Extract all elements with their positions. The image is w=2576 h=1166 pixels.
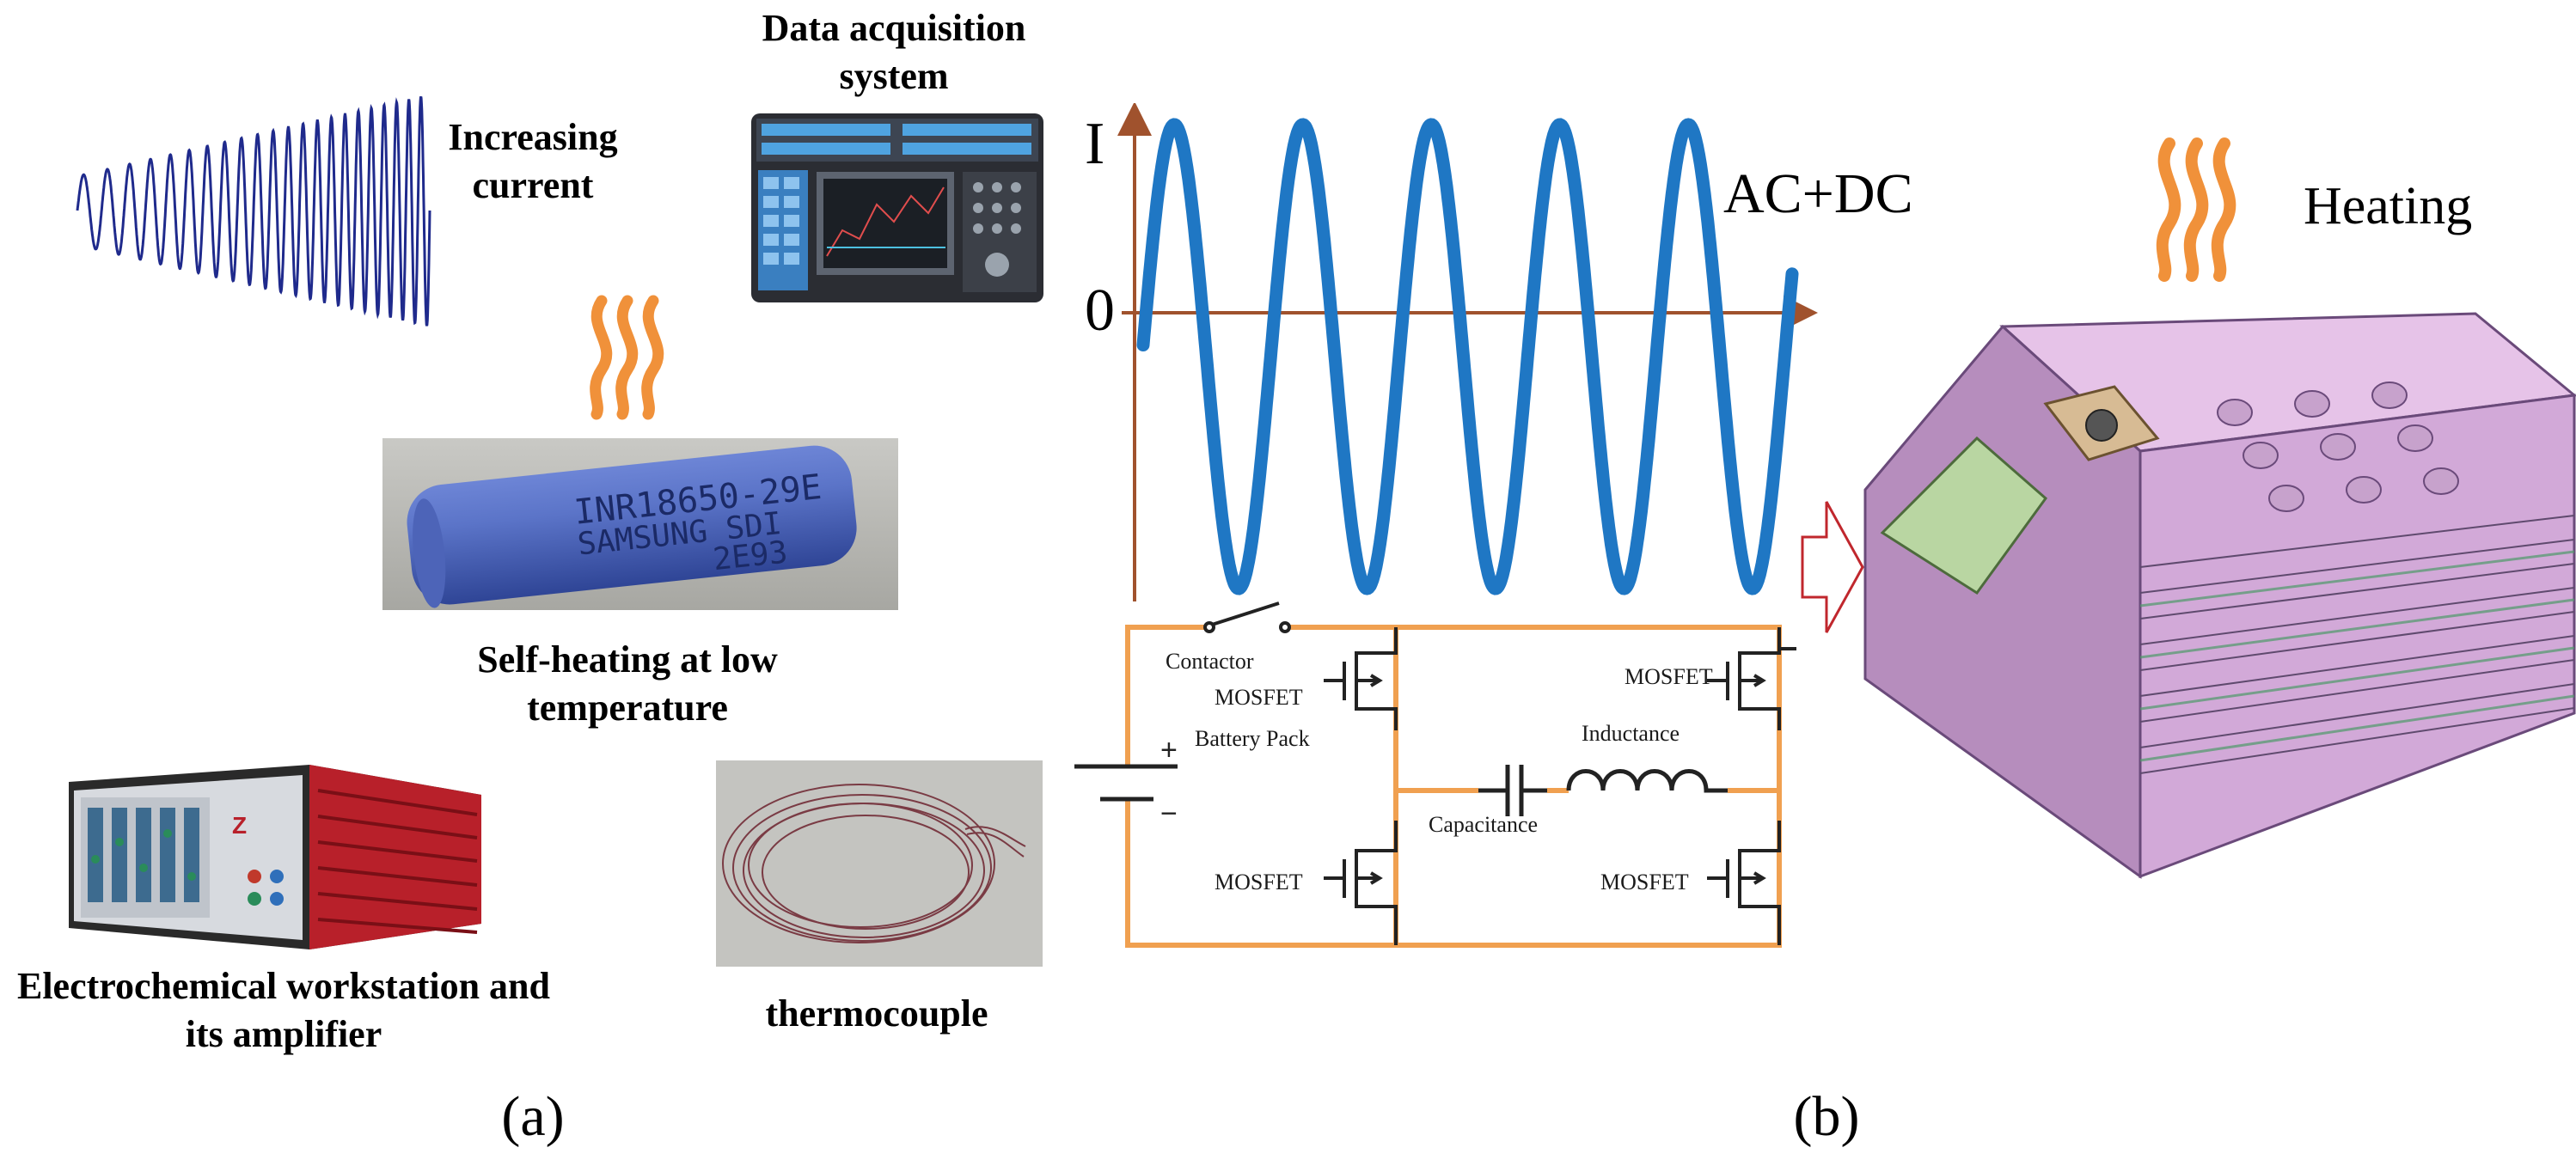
self-heating-label: Self-heating at low temperature xyxy=(477,638,778,730)
contactor-label: Contactor xyxy=(1166,649,1254,674)
heat-waves-icon-b xyxy=(2156,137,2236,282)
panel-a-label: (a) xyxy=(501,1085,565,1148)
increasing-current-label: Increasing current xyxy=(448,116,618,207)
heating-label: Heating xyxy=(2304,177,2473,235)
svg-text:Z: Z xyxy=(232,812,247,839)
heat-waves-icon xyxy=(590,295,664,420)
mosfet-top-right-label: MOSFET xyxy=(1625,664,1713,689)
increasing-current-waveform xyxy=(76,95,431,327)
data-acquisition-device xyxy=(748,101,1047,308)
zero-label: 0 xyxy=(1085,278,1115,344)
mosfet-bottom-right-label: MOSFET xyxy=(1600,870,1689,894)
battery-print-line-3: 2E93 xyxy=(712,534,790,577)
electrochemical-workstation-photo: Z xyxy=(52,756,499,954)
capacitance-label: Capacitance xyxy=(1429,812,1538,837)
ac-dc-label: AC+DC xyxy=(1723,162,1913,225)
ac-dc-current-graph xyxy=(1117,103,1818,601)
mosfet-bottom-left-label: MOSFET xyxy=(1215,870,1303,894)
mosfet-top-left-label: MOSFET xyxy=(1215,685,1303,710)
svg-text:+: + xyxy=(1160,734,1178,766)
battery-pack-model xyxy=(1863,312,2576,879)
battery-pack-label: Battery Pack xyxy=(1195,726,1310,751)
thermocouple-photo xyxy=(716,760,1043,967)
inductance-label: Inductance xyxy=(1582,721,1680,746)
thermocouple-label: thermocouple xyxy=(765,992,988,1035)
transition-arrow xyxy=(1801,501,1864,633)
panel-b-label: (b) xyxy=(1793,1085,1860,1148)
svg-text:−: − xyxy=(1160,797,1178,830)
battery-cell-photo: INR18650-29E SAMSUNG SDI 2E93 xyxy=(382,438,898,610)
sine-curve xyxy=(1136,118,1799,595)
workstation-label: Electrochemical workstation and its ampl… xyxy=(16,965,551,1056)
daq-label: Data acquisition system xyxy=(762,7,1026,98)
h-bridge-circuit: + − Contactor Battery Pack MOSFET MOSFET… xyxy=(1074,601,1796,948)
y-axis-label: I xyxy=(1085,111,1105,177)
